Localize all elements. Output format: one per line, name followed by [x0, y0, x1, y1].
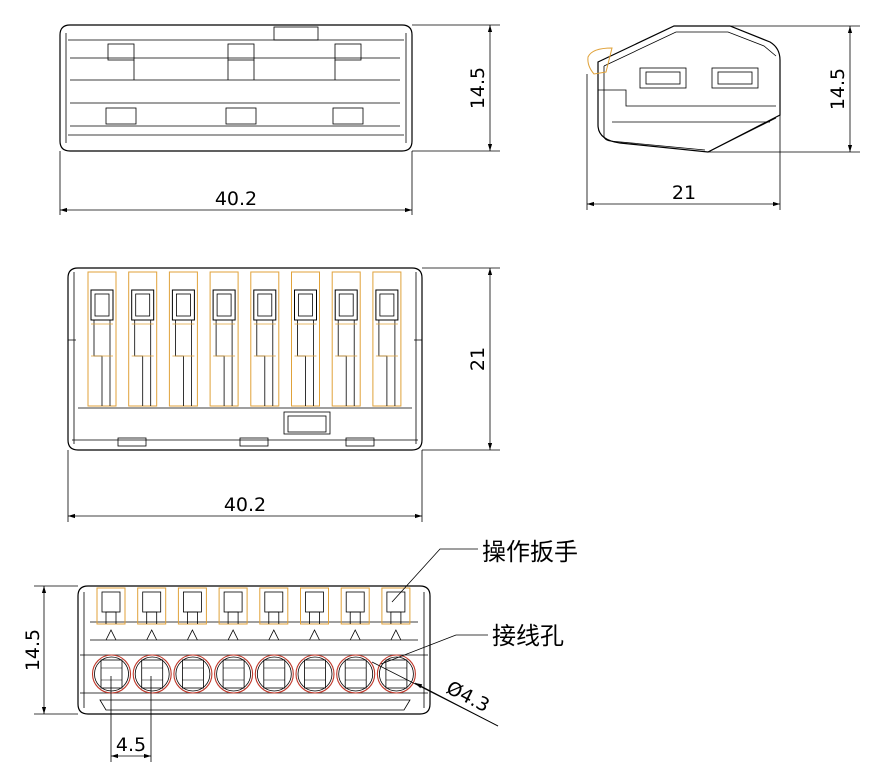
- wire-hole: [91, 654, 132, 694]
- side-view-width-dimension: 21: [586, 74, 781, 210]
- side-view-height-dimension: 14.5: [708, 25, 860, 153]
- plan-lever: [250, 271, 280, 407]
- top-view: 40.2 14.5: [59, 24, 500, 215]
- plan-view-height-label: 21: [467, 347, 489, 371]
- side-view-width-label: 21: [672, 182, 696, 204]
- wire-hole: [336, 654, 376, 694]
- front-view-levers: [96, 587, 411, 641]
- wire-hole: [214, 654, 254, 694]
- front-lever: [96, 587, 126, 641]
- front-lever: [259, 587, 289, 641]
- side-view-body: [587, 25, 781, 153]
- lever-callout: 操作扳手: [391, 538, 578, 603]
- hole-callout-label: 接线孔: [492, 622, 564, 650]
- front-view-height-dimension: 14.5: [22, 585, 78, 715]
- front-lever: [218, 587, 248, 641]
- hole-callout: 接线孔: [380, 622, 564, 665]
- plan-view: 40.2 21: [67, 267, 500, 522]
- front-view-body: [77, 585, 431, 715]
- side-view-height-label: 14.5: [827, 68, 849, 110]
- front-lever: [137, 587, 167, 641]
- top-view-height-label: 14.5: [467, 67, 489, 109]
- wire-hole: [376, 654, 416, 694]
- front-view-height-label: 14.5: [22, 629, 44, 671]
- plan-lever: [128, 271, 158, 407]
- front-lever: [177, 587, 207, 641]
- plan-view-height-dimension: 21: [422, 267, 500, 451]
- plan-lever: [209, 271, 239, 407]
- front-view-pitch-dimension: 4.5: [110, 676, 152, 762]
- front-view-pitch-label: 4.5: [116, 734, 146, 756]
- front-view: 14.5 4.5 Ø4.3 操作扳手 接线孔: [22, 538, 578, 762]
- front-view-hole-dimension: Ø4.3: [371, 661, 499, 727]
- front-view-wire-holes: [91, 654, 416, 694]
- top-view-body: [59, 24, 413, 152]
- plan-view-width-dimension: 40.2: [67, 450, 423, 522]
- plan-lever: [87, 271, 117, 407]
- top-view-width-label: 40.2: [215, 188, 257, 210]
- front-lever: [300, 587, 329, 641]
- wire-hole: [254, 654, 294, 694]
- wire-hole: [173, 654, 213, 694]
- front-lever: [340, 587, 370, 641]
- top-view-width-dimension: 40.2: [59, 151, 413, 215]
- wire-hole: [132, 654, 172, 694]
- wire-hole: [295, 654, 335, 694]
- top-view-height-dimension: 14.5: [412, 24, 500, 152]
- plan-view-body: [67, 267, 423, 451]
- side-view: 21 14.5: [586, 25, 860, 210]
- plan-view-width-label: 40.2: [224, 494, 266, 516]
- plan-view-levers: [87, 271, 402, 407]
- plan-lever: [168, 271, 198, 407]
- plan-lever: [291, 271, 320, 407]
- front-lever: [381, 587, 411, 641]
- plan-lever: [372, 271, 402, 407]
- plan-lever: [331, 271, 361, 407]
- lever-callout-label: 操作扳手: [482, 538, 578, 566]
